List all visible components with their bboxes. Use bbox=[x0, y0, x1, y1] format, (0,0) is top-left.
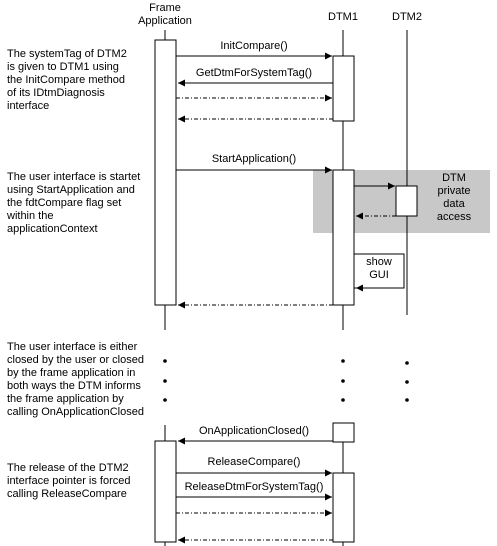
dot bbox=[405, 380, 409, 384]
dtm2-activation bbox=[395, 185, 418, 217]
start-app-label: StartApplication() bbox=[212, 153, 296, 165]
frame-activation-1 bbox=[154, 39, 177, 306]
continuation-dots bbox=[163, 359, 409, 402]
dtm1-activation-3 bbox=[332, 422, 355, 443]
dtm2-header: DTM2 bbox=[392, 11, 422, 23]
note-closed: The user interface is either closed by t… bbox=[7, 341, 144, 418]
frame-header: Frame Application bbox=[138, 2, 192, 27]
show-gui-label: show GUI bbox=[366, 256, 392, 281]
dtm1-header: DTM1 bbox=[328, 11, 358, 23]
private-data-label: DTM private data access bbox=[436, 172, 472, 223]
dot bbox=[163, 398, 167, 402]
on-closed-label: OnApplicationClosed() bbox=[199, 425, 309, 437]
frame-activation-2 bbox=[154, 440, 177, 543]
activation-boxes bbox=[154, 39, 418, 543]
dot bbox=[341, 359, 345, 363]
dtm1-activation-1 bbox=[332, 55, 355, 122]
dot bbox=[341, 398, 345, 402]
note-compare: The systemTag of DTM2 is given to DTM1 u… bbox=[7, 48, 127, 112]
show-gui-box bbox=[353, 253, 405, 289]
release-dtm-label: ReleaseDtmForSystemTag() bbox=[185, 481, 324, 493]
note-start: The user interface is startet using Star… bbox=[7, 171, 141, 235]
dot bbox=[341, 379, 345, 383]
dot bbox=[163, 359, 167, 363]
dtm1-activation-4 bbox=[332, 472, 355, 543]
note-release: The release of the DTM2 interface pointe… bbox=[7, 462, 131, 500]
dtm1-activation-2 bbox=[332, 169, 355, 306]
dot bbox=[405, 398, 409, 402]
dot bbox=[405, 361, 409, 365]
init-compare-label: InitCompare() bbox=[220, 40, 287, 52]
release-compare-label: ReleaseCompare() bbox=[208, 456, 301, 468]
dot bbox=[163, 379, 167, 383]
get-dtm-label: GetDtmForSystemTag() bbox=[196, 67, 312, 79]
